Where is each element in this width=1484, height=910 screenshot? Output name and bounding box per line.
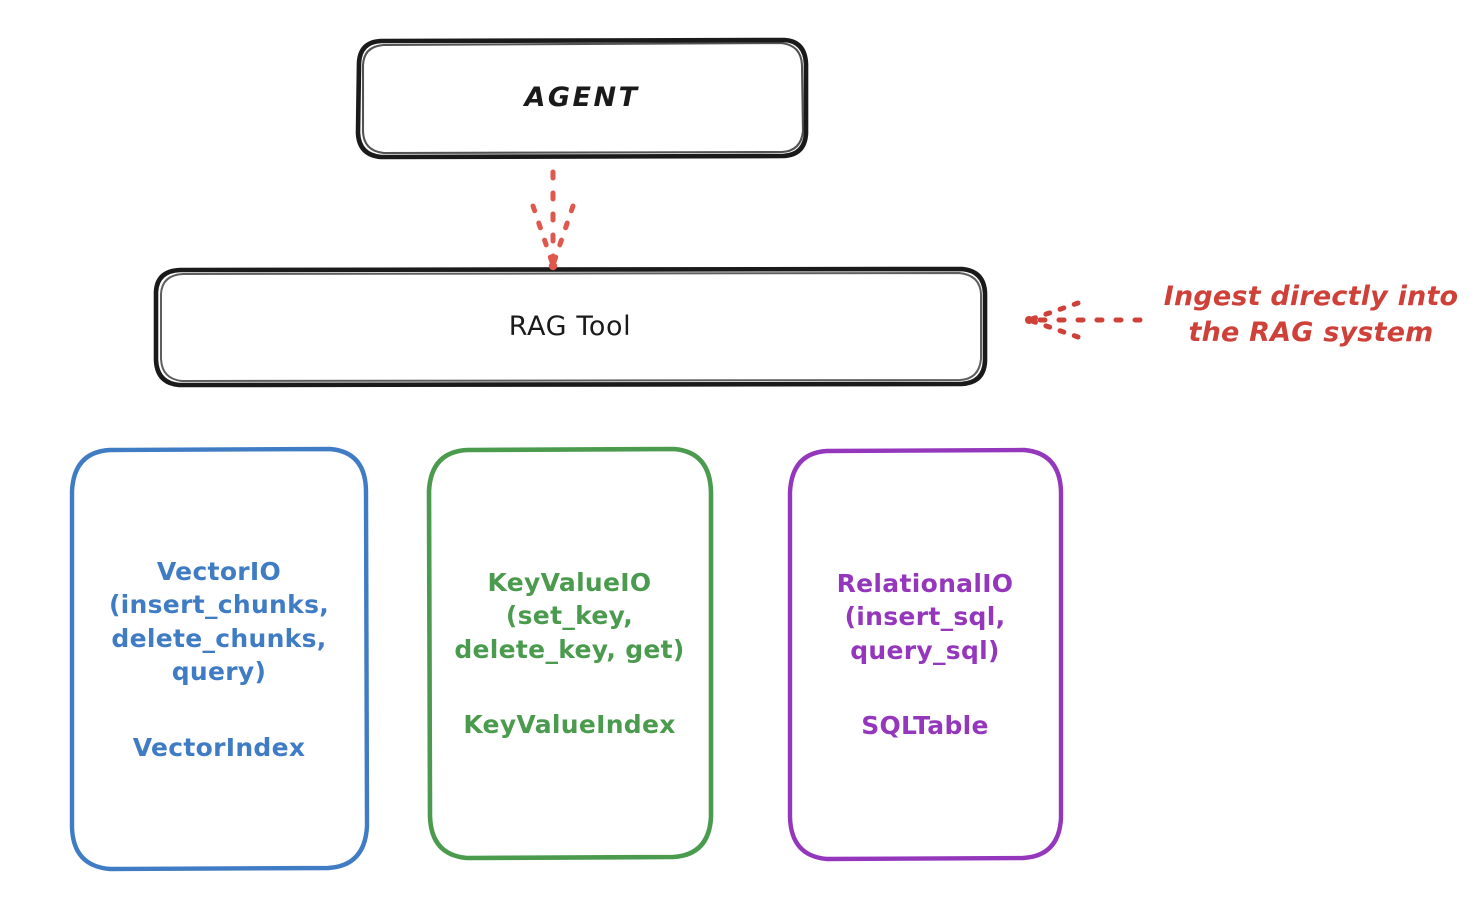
rag-tool-label: RAG Tool	[508, 310, 632, 342]
key-value-io-index-label: KeyValueIndex	[463, 710, 676, 739]
vector-io-api-label: VectorIO (insert_chunks, delete_chunks, …	[108, 556, 330, 687]
key-value-io-api-label: KeyValueIO (set_key, delete_key, get)	[454, 567, 685, 664]
ingest-annotation-label: Ingest directly into the RAG system	[1163, 281, 1459, 349]
vector-io-index-label: VectorIndex	[132, 732, 306, 762]
relational-io-index-label: SQLTable	[861, 711, 989, 740]
vector-io-box[interactable]: VectorIO (insert_chunks, delete_chunks, …	[71, 449, 367, 870]
key-value-io-content: KeyValueIO (set_key, delete_key, get) Ke…	[454, 566, 684, 742]
key-value-io-box[interactable]: KeyValueIO (set_key, delete_key, get) Ke…	[428, 449, 711, 858]
connector-annotation-to-rag-tool	[1025, 300, 1143, 340]
relational-io-api-label: RelationalIO (insert_sql, query_sql)	[836, 568, 1014, 665]
vector-io-content: VectorIO (insert_chunks, delete_chunks, …	[109, 555, 329, 765]
rag-tool-box[interactable]: RAG Tool	[155, 269, 985, 385]
agent-box[interactable]: AGENT	[357, 39, 807, 157]
relational-io-box[interactable]: RelationalIO (insert_sql, query_sql) SQL…	[789, 450, 1061, 859]
connector-agent-to-rag-tool	[530, 169, 576, 271]
agent-label: AGENT	[524, 81, 640, 113]
relational-io-content: RelationalIO (insert_sql, query_sql) SQL…	[837, 567, 1014, 743]
